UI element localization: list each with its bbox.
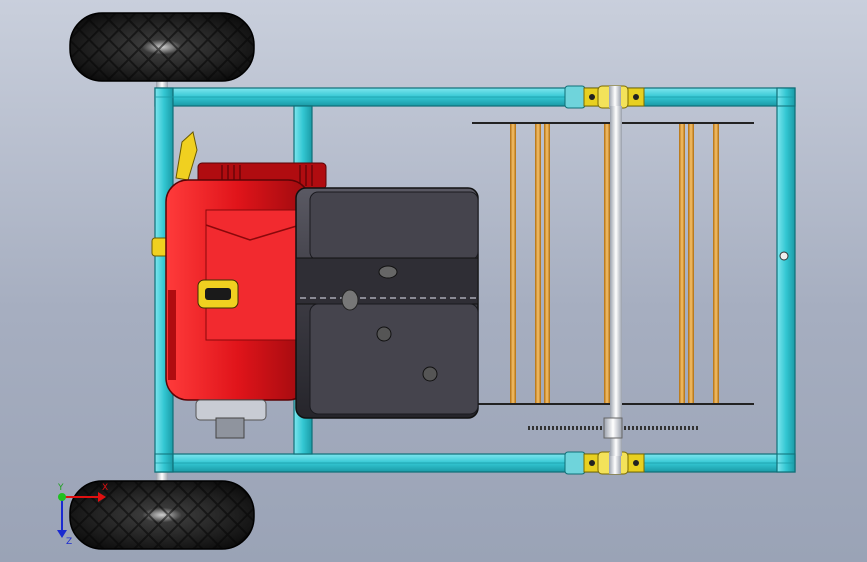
reel-shaft [610, 106, 622, 456]
engine[interactable] [151, 131, 327, 439]
wheel-bottom[interactable] [69, 480, 255, 550]
frame-corners [154, 87, 796, 473]
reel-blade [544, 124, 550, 403]
triad-z-label: Z [66, 537, 72, 547]
pull-start-handle[interactable] [175, 131, 198, 181]
pivot-bolt [779, 251, 789, 261]
reel-assembly[interactable] [472, 106, 754, 456]
shroud-fastener [341, 289, 359, 311]
reel-blade [679, 124, 685, 403]
frame-rail-right[interactable] [776, 87, 796, 473]
shroud-fastener [422, 366, 438, 382]
coordinate-triad: X Y Z [57, 483, 108, 547]
engine-shroud[interactable] [295, 187, 479, 419]
reel-blade [604, 124, 610, 403]
reel-blade [535, 124, 541, 403]
bearing-bracket-top[interactable] [564, 85, 645, 109]
output-pulley [195, 399, 267, 421]
output-shaft [215, 417, 245, 439]
shroud-fastener [378, 265, 398, 279]
reel-blade [510, 124, 516, 403]
bearing-bracket-bottom[interactable] [564, 451, 645, 475]
wheel-top[interactable] [69, 12, 255, 82]
shroud-fastener [376, 326, 392, 342]
triad-y-label: Y [57, 483, 64, 493]
drive-sprocket[interactable] [528, 417, 700, 439]
reel-blade [713, 124, 719, 403]
triad-x-label: X [102, 483, 108, 493]
reel-blade [688, 124, 694, 403]
